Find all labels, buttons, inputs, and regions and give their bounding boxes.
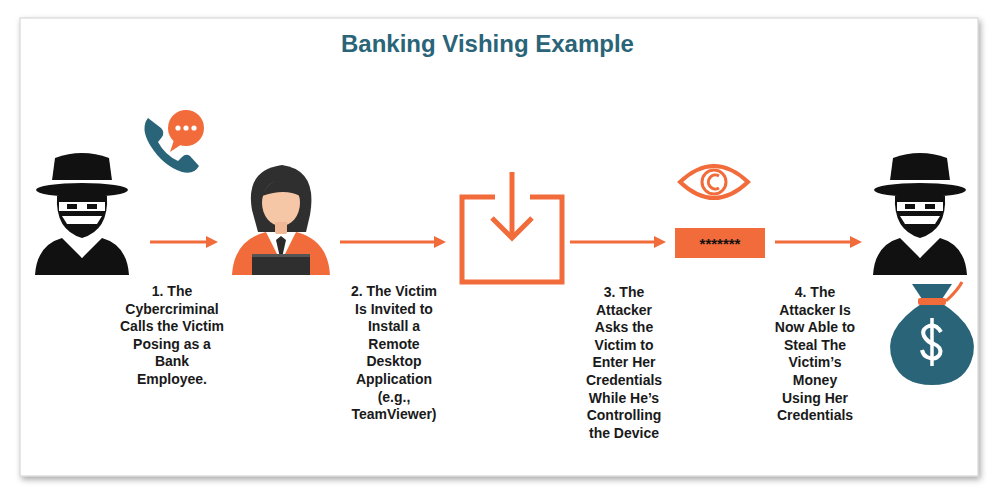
- password-text: *******: [700, 235, 741, 252]
- step-label: 4. The Attacker Is Now Able to Steal The…: [772, 284, 858, 425]
- step-label: 3. The Attacker Asks the Victim to Enter…: [581, 284, 667, 442]
- install-icon: [462, 172, 562, 282]
- eye-icon: [680, 166, 748, 198]
- password-field: *******: [675, 228, 765, 258]
- cybercriminal-icon: [35, 153, 129, 275]
- step-label: 2. The Victim Is Invited to Install a Re…: [347, 283, 441, 424]
- victim-icon: [232, 165, 330, 275]
- diagram-title: Banking Vishing Example: [341, 30, 634, 58]
- step-label: 1. The Cybercriminal Calls the Victim Po…: [120, 283, 224, 389]
- money-bag-icon: [890, 282, 974, 385]
- phone-icon: [144, 110, 204, 173]
- cybercriminal-icon: [873, 153, 967, 275]
- frame: [20, 18, 978, 476]
